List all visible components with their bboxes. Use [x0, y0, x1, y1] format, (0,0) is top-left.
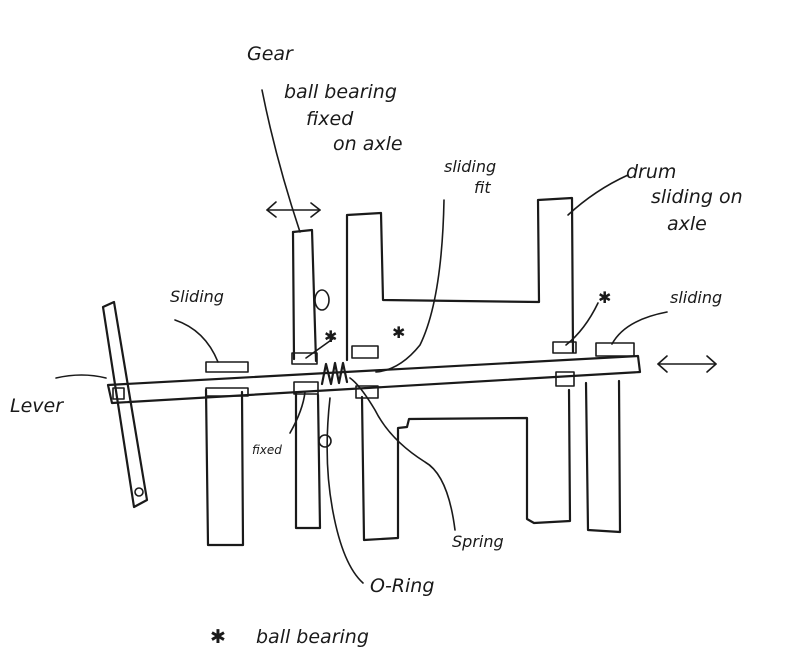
sliding-fit-label-1: sliding	[444, 157, 496, 176]
fixed-label: fixed	[252, 443, 282, 457]
left-support	[204, 361, 249, 547]
spring	[320, 361, 349, 386]
oring-label: O-Ring	[370, 575, 434, 597]
lever-label: Lever	[10, 395, 64, 417]
ball-bearing-marker-a: ✱	[324, 327, 337, 346]
drum-label-3: axle	[667, 213, 707, 235]
gear-desc-label-2: fixed	[306, 108, 354, 130]
spring-label: Spring	[452, 532, 504, 551]
axle-motion-arrow	[657, 355, 717, 373]
gear-desc-label-1: ball bearing	[284, 81, 397, 103]
ball-bearing-marker-b: ✱	[392, 323, 405, 342]
right-support	[584, 342, 635, 534]
gear-title-label: Gear	[247, 43, 294, 65]
leader-lines	[55, 89, 668, 584]
sliding-fit-label-2: fit	[474, 178, 491, 197]
legend-asterisk-icon: ✱	[210, 626, 226, 648]
lever	[101, 300, 149, 509]
sliding-right-label: sliding	[670, 288, 722, 307]
gear	[291, 228, 332, 530]
ball-bearing-marker-c: ✱	[598, 288, 611, 307]
legend: ✱ ball bearing	[210, 626, 369, 648]
legend-label: ball bearing	[256, 626, 369, 648]
sliding-left-label: Sliding	[170, 287, 224, 306]
drum-label-2: sliding on	[651, 186, 743, 208]
axle	[106, 354, 642, 405]
gear-desc-label-3: on axle	[333, 133, 403, 155]
drum-label-1: drum	[626, 161, 676, 183]
